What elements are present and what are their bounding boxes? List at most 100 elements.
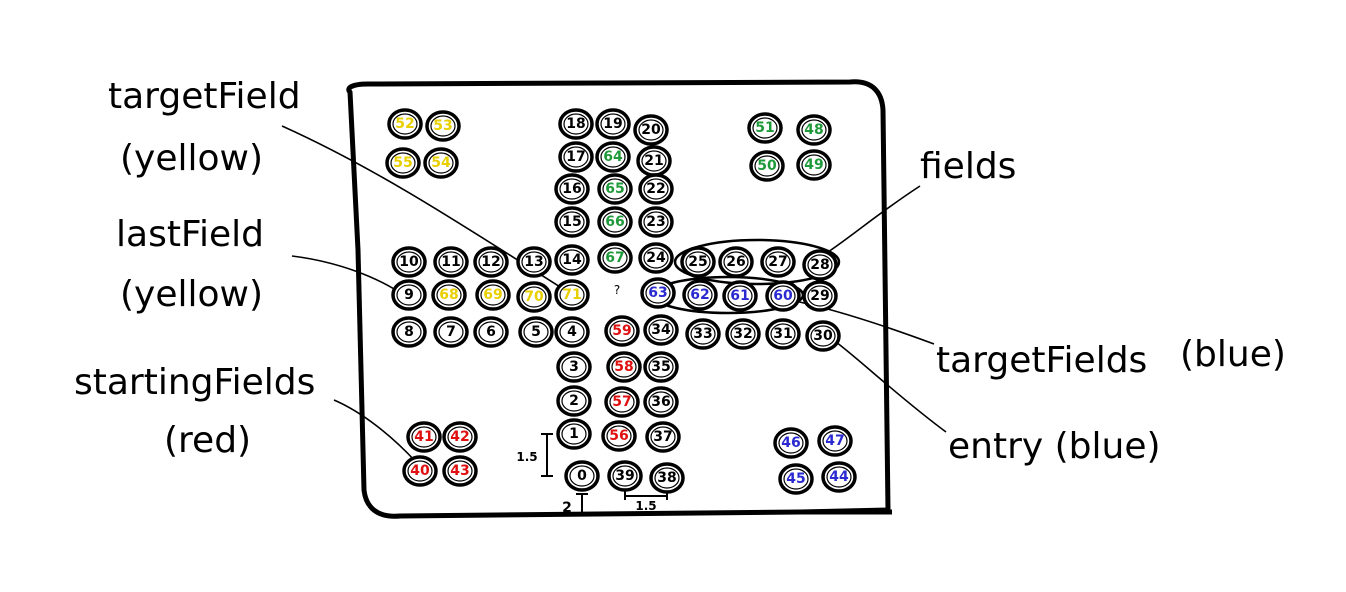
field-inner-ring	[602, 178, 628, 200]
field-number: 33	[693, 326, 712, 342]
field-68: 68	[431, 279, 467, 311]
fields-group-ellipse	[673, 238, 841, 286]
field-number: 15	[562, 214, 581, 230]
field-inner-ring	[783, 468, 809, 490]
horizontal-spacing-label: 1.5	[635, 499, 656, 513]
field-number: 43	[450, 463, 469, 479]
field-inner-ring	[611, 356, 637, 378]
field-inner-ring	[396, 284, 422, 306]
field-number: 12	[481, 254, 500, 270]
field-number: 10	[399, 254, 419, 270]
field-inner-ring	[807, 254, 833, 276]
field-inner-ring	[478, 251, 504, 273]
field-38: 38	[649, 462, 685, 494]
field-number: 21	[644, 153, 663, 169]
field-2: 2	[556, 385, 592, 417]
field-45: 45	[778, 463, 814, 495]
field-9: 9	[391, 279, 427, 311]
leader-starting-fields	[333, 399, 417, 463]
field-inner-ring	[648, 391, 674, 413]
field-42: 42	[442, 421, 478, 453]
field-inner-ring	[638, 119, 664, 141]
leader-last-field	[291, 255, 403, 295]
field-inner-ring	[645, 282, 671, 304]
field-number: 64	[603, 149, 623, 165]
field-inner-ring	[685, 251, 711, 273]
field-number: 55	[393, 155, 412, 171]
horizontal-dimension: 1.5	[624, 491, 668, 513]
field-inner-ring	[648, 319, 674, 341]
field-inner-ring	[561, 390, 587, 412]
field-inner-ring	[447, 460, 473, 482]
field-number: 2	[569, 393, 579, 409]
field-inner-ring	[436, 284, 462, 306]
field-59: 59	[604, 315, 640, 347]
field-37: 37	[645, 421, 681, 453]
field-inner-ring	[447, 426, 473, 448]
field-number: 71	[562, 287, 581, 303]
field-7: 7	[433, 316, 469, 348]
field-number: 20	[641, 122, 661, 138]
field-number: 70	[524, 289, 544, 305]
label-starting-fields-color: (red)	[164, 420, 251, 461]
field-number: 32	[733, 326, 752, 342]
field-number: 14	[562, 252, 582, 268]
field-inner-ring	[654, 467, 680, 489]
field-number: 30	[813, 328, 833, 344]
field-inner-ring	[411, 426, 437, 448]
field-1: 1	[556, 418, 592, 450]
leader-fields	[827, 185, 921, 253]
field-number: 46	[781, 435, 800, 451]
field-65: 65	[597, 173, 633, 205]
field-number: 39	[615, 468, 634, 484]
field-inner-ring	[559, 249, 585, 271]
field-inner-ring	[807, 285, 833, 307]
field-number: 16	[562, 181, 581, 197]
field-6: 6	[473, 316, 509, 348]
field-12: 12	[473, 246, 509, 278]
field-inner-ring	[810, 325, 836, 347]
field-inner-ring	[559, 178, 585, 200]
field-number: 49	[804, 157, 823, 173]
field-26: 26	[718, 246, 754, 278]
field-19: 19	[595, 108, 631, 140]
field-number: 5	[531, 324, 541, 340]
field-50: 50	[749, 150, 785, 182]
field-55: 55	[385, 147, 421, 179]
field-inner-ring	[754, 155, 780, 177]
field-inner-ring	[392, 113, 418, 135]
field-10: 10	[391, 246, 427, 278]
field-21: 21	[636, 145, 672, 177]
field-number: 1	[569, 426, 579, 442]
field-number: 68	[439, 287, 458, 303]
field-inner-ring	[648, 356, 674, 378]
field-inner-ring	[727, 285, 753, 307]
field-47: 47	[817, 425, 853, 457]
field-41: 41	[406, 421, 442, 453]
field-66: 66	[597, 206, 633, 238]
field-number: 19	[603, 116, 622, 132]
field-number: 63	[648, 285, 667, 301]
field-inner-ring	[600, 113, 626, 135]
field-number: 22	[646, 181, 665, 197]
field-number: 67	[605, 250, 624, 266]
field-48: 48	[796, 114, 832, 146]
field-number: 57	[612, 394, 631, 410]
field-number: 25	[688, 254, 707, 270]
field-inner-ring	[390, 152, 416, 174]
field-60: 60	[765, 280, 801, 312]
field-inner-ring	[563, 146, 589, 168]
field-inner-ring	[559, 284, 585, 306]
field-53: 53	[425, 110, 461, 142]
field-number: 58	[614, 359, 633, 375]
field-24: 24	[638, 242, 674, 274]
field-inner-ring	[643, 178, 669, 200]
field-inner-ring	[396, 251, 422, 273]
field-inner-ring	[438, 321, 464, 343]
field-8: 8	[391, 316, 427, 348]
field-15: 15	[554, 206, 590, 238]
label-last-field-color: (yellow)	[120, 274, 263, 315]
field-number: 47	[825, 433, 844, 449]
field-inner-ring	[612, 465, 638, 487]
